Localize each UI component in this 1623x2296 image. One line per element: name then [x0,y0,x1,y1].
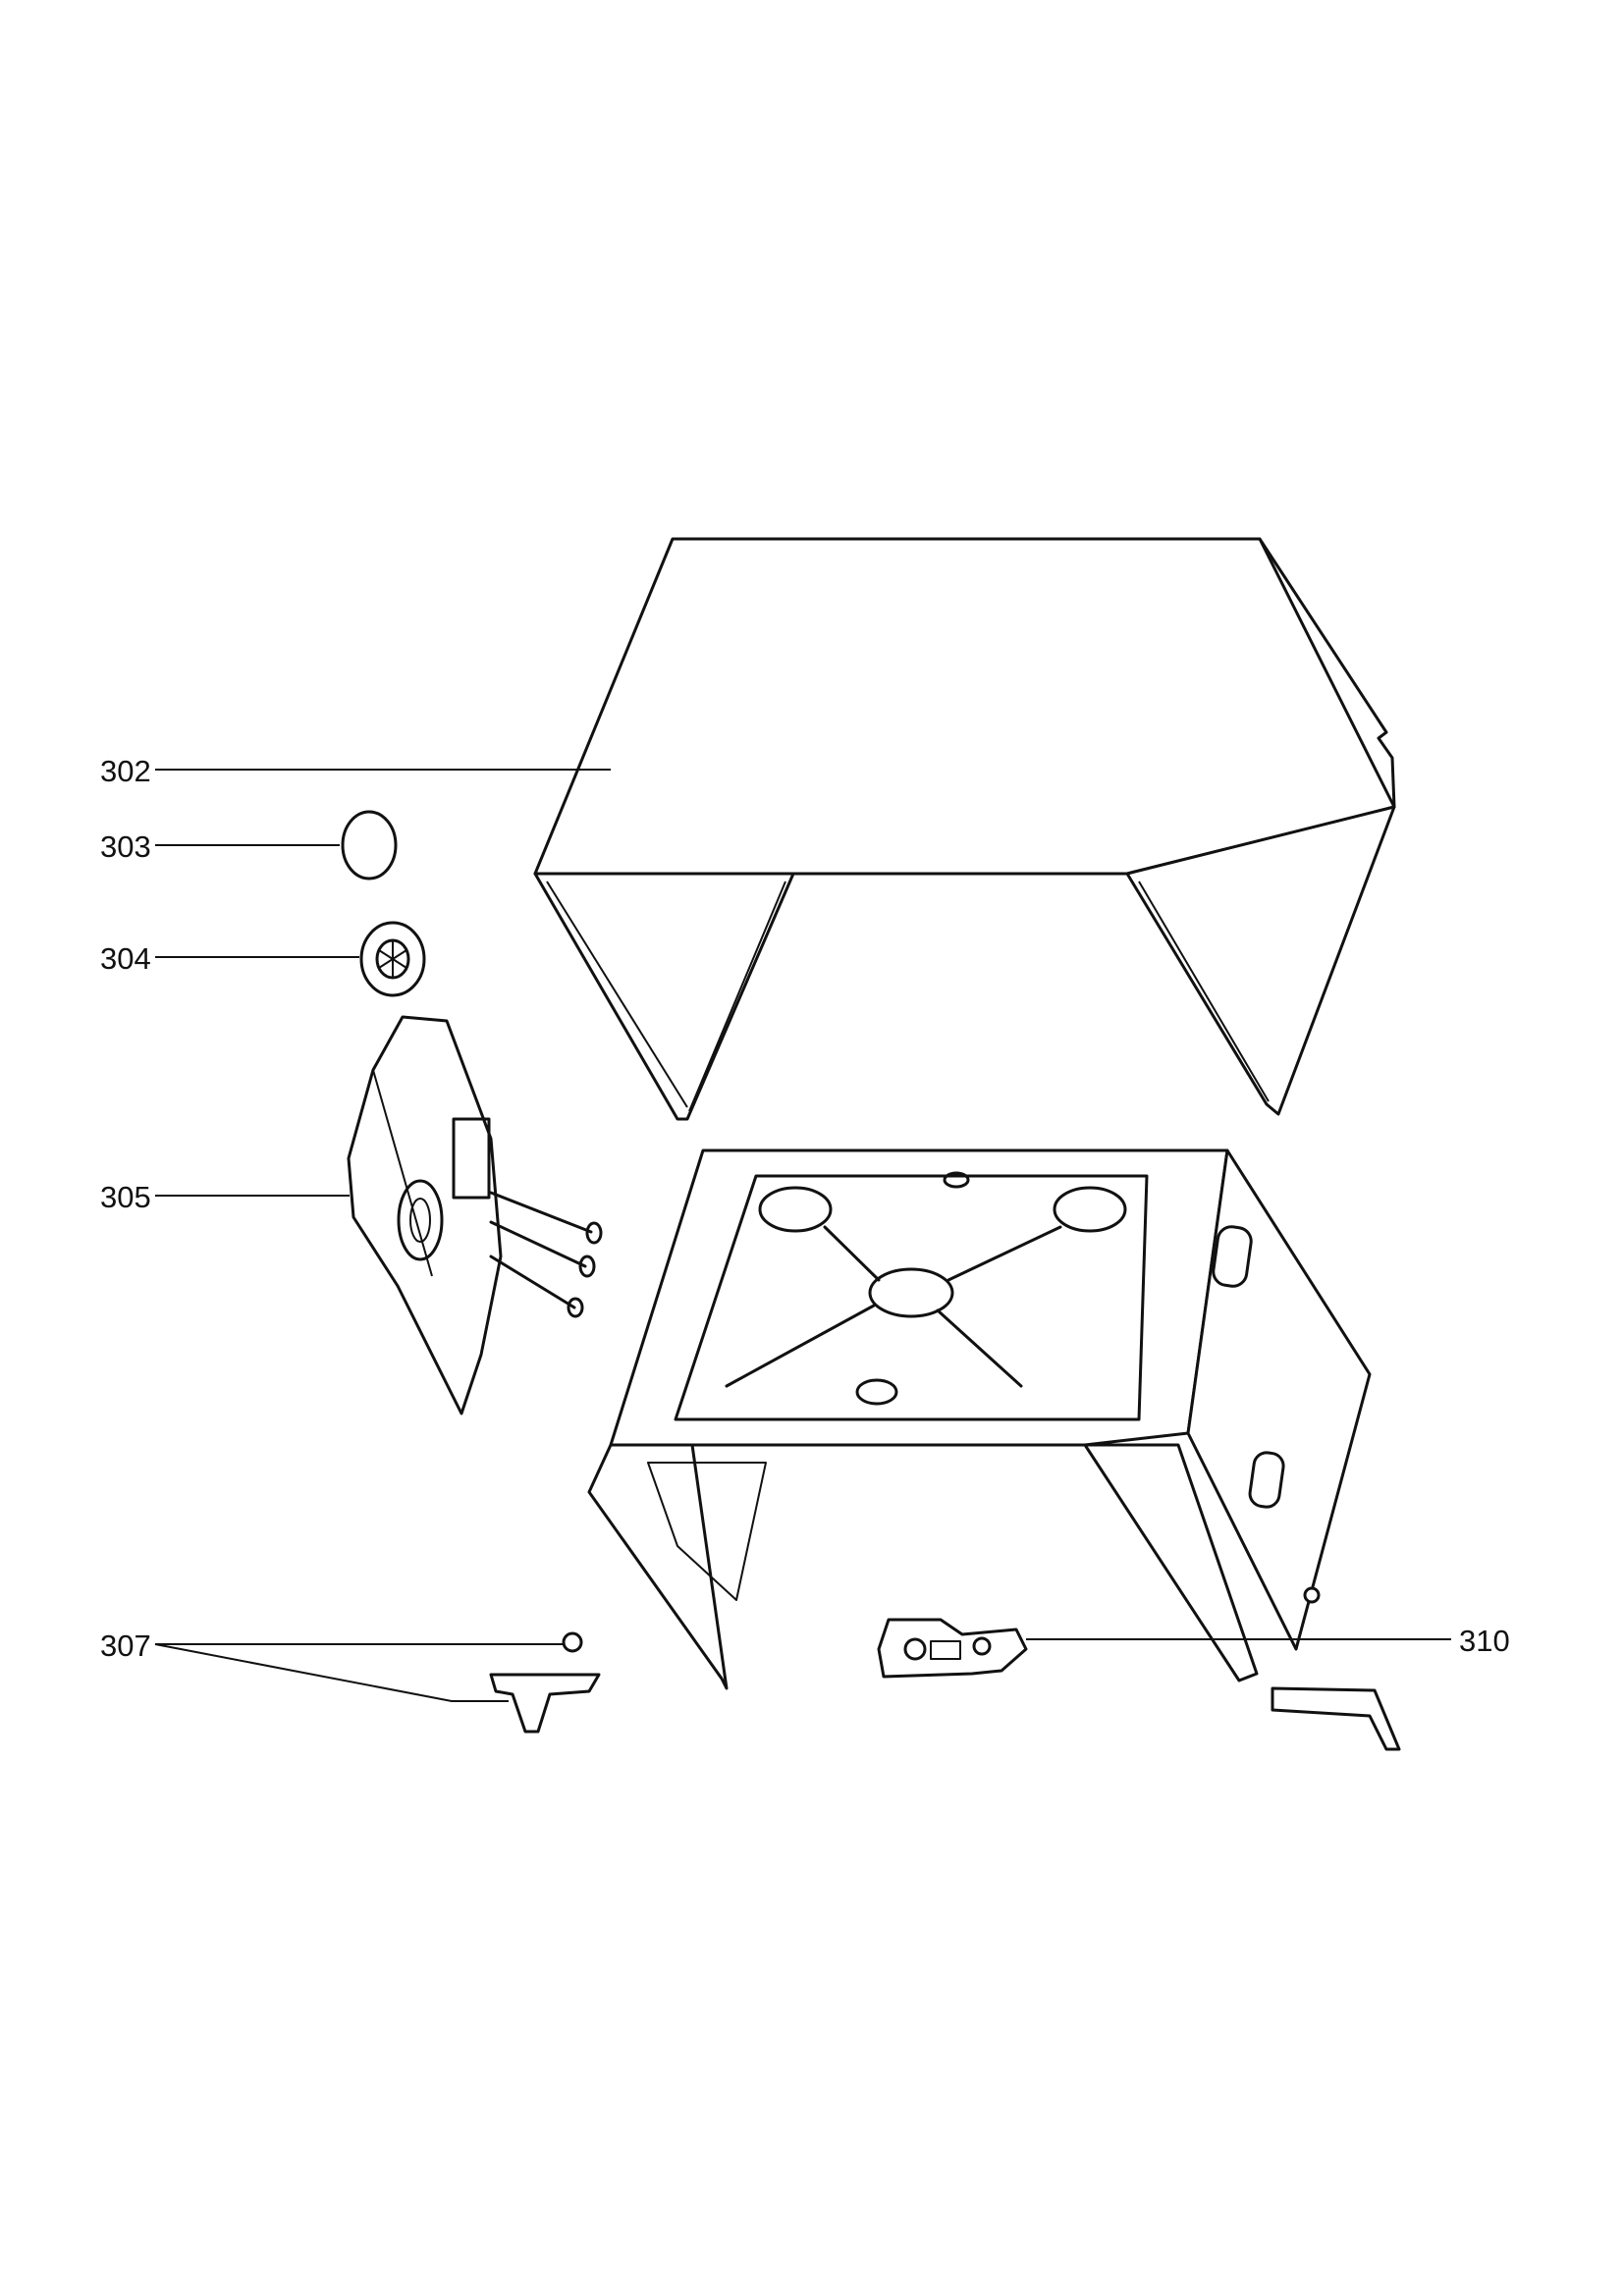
callout-307: 307 [100,1629,151,1663]
ignition-module-part [877,1618,1028,1679]
callout-310: 310 [1459,1624,1510,1658]
ring-gasket-part [341,810,398,881]
callout-305: 305 [100,1180,151,1214]
outer-cover-part [533,537,1396,1121]
fan-wheel-part [359,921,426,997]
screw-part [1303,1586,1321,1604]
leader-lines [154,769,1451,1702]
burner-manifold-part [347,1015,603,1415]
callout-304: 304 [100,941,151,976]
foot-bracket-part [489,1631,1401,1751]
callout-302: 302 [100,754,151,788]
oven-chassis-part [587,1148,1372,1690]
callout-303: 303 [100,829,151,864]
leader-307-b [154,1643,509,1702]
